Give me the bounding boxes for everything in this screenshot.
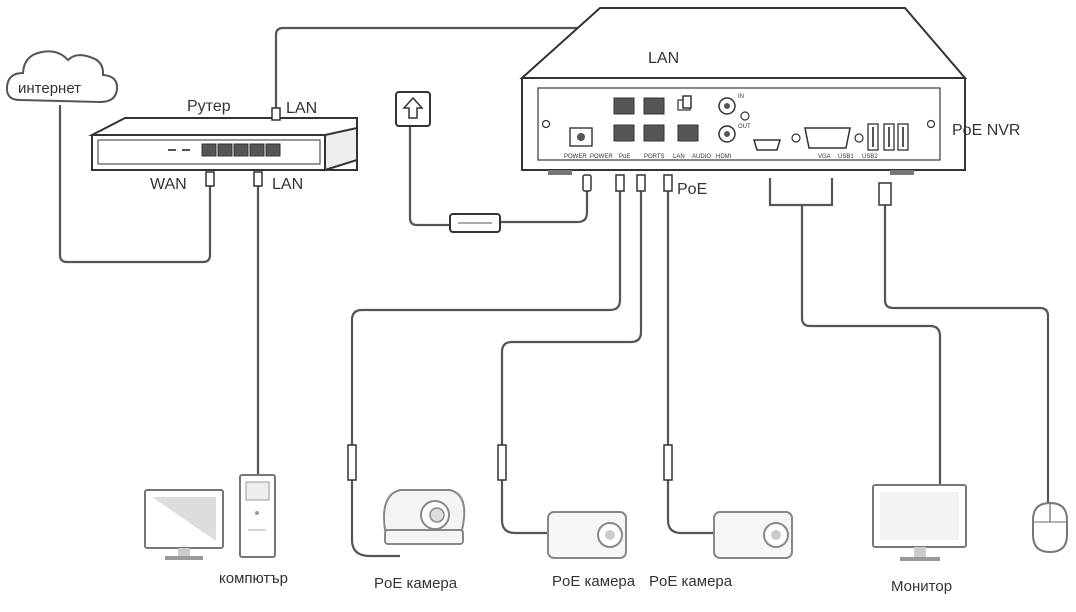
camera1-label: PoE камера bbox=[374, 575, 458, 592]
wire-poe-camera1 bbox=[350, 188, 622, 445]
nvr-lan-label: LAN bbox=[648, 50, 680, 67]
camera2-label: PoE камера bbox=[552, 573, 636, 590]
mouse-icon bbox=[1032, 501, 1068, 554]
nvr-label-power2: POWER bbox=[590, 154, 613, 160]
nvr-label-poe: PoE bbox=[619, 154, 630, 160]
computer-tower-icon bbox=[239, 474, 276, 558]
nvr-lan-connector bbox=[682, 95, 692, 109]
wire-power-adapter bbox=[408, 118, 450, 227]
nvr-label-audio: AUDIO bbox=[692, 154, 711, 160]
wire-poe-camera1-b bbox=[350, 480, 400, 558]
nvr-label-usb2: USB2 bbox=[862, 154, 878, 160]
camera1-cable-connector bbox=[347, 444, 357, 481]
nvr-label-lan: LAN bbox=[673, 154, 685, 160]
wire-poe-camera2 bbox=[500, 188, 643, 445]
nvr-label: PoE NVR bbox=[952, 122, 1021, 139]
nvr-label-out: OUT bbox=[738, 124, 751, 130]
bullet-camera-2-icon bbox=[713, 511, 793, 559]
router-lan-bottom-label: LAN bbox=[272, 176, 304, 193]
nvr-label-in: IN bbox=[738, 94, 744, 100]
nvr-power-connector bbox=[582, 174, 592, 192]
wire-mouse bbox=[883, 205, 1050, 505]
camera2-cable-connector bbox=[497, 444, 507, 481]
wire-monitor-b bbox=[800, 205, 942, 485]
router-lan-connector-bottom bbox=[253, 171, 263, 187]
internet-label: интернет bbox=[18, 80, 82, 97]
poe-label: PoE bbox=[677, 181, 708, 198]
nvr-poe-connector-3 bbox=[663, 174, 673, 192]
camera3-cable-connector bbox=[663, 444, 673, 481]
nvr-label-vga: VGA bbox=[818, 154, 831, 160]
router-lan-top-label: LAN bbox=[286, 100, 318, 117]
nvr-usb-connector bbox=[878, 182, 892, 206]
internet-cloud-icon bbox=[5, 50, 119, 104]
computer-label: компютър bbox=[219, 570, 289, 587]
nvr-label-ports: PORTS bbox=[644, 154, 665, 160]
monitor-icon bbox=[872, 484, 967, 561]
nvr-label-hdmi: HDMI bbox=[716, 154, 732, 160]
nvr-poe-connector-1 bbox=[615, 174, 625, 192]
camera3-label: PoE камера bbox=[649, 573, 733, 590]
nvr-label-power: POWER bbox=[564, 154, 587, 160]
router-icon bbox=[88, 117, 358, 172]
router-wan-label: WAN bbox=[150, 176, 187, 193]
router-label: Рутер bbox=[187, 98, 231, 115]
nvr-poe-connector-2 bbox=[636, 174, 646, 192]
monitor-label: Монитор bbox=[891, 578, 953, 595]
power-adapter-icon bbox=[449, 213, 501, 233]
dome-camera-icon bbox=[383, 489, 466, 545]
router-lan-connector-top bbox=[271, 107, 281, 121]
wire-poe-camera2-b bbox=[500, 480, 552, 535]
pc-monitor-icon bbox=[144, 489, 224, 560]
wire-poe-camera3-b bbox=[666, 480, 718, 535]
wire-internet-wan bbox=[58, 105, 212, 264]
router-wan-connector bbox=[205, 171, 215, 187]
nvr-label-usb1: USB1 bbox=[838, 154, 854, 160]
nvr-icon: POWER POWER PoE PORTS LAN AUDIO HDMI VGA… bbox=[519, 7, 968, 175]
power-outlet-icon bbox=[395, 91, 431, 127]
wire-power-adapter-nvr bbox=[500, 188, 589, 224]
wire-monitor bbox=[768, 178, 834, 207]
bullet-camera-1-icon bbox=[547, 511, 627, 559]
